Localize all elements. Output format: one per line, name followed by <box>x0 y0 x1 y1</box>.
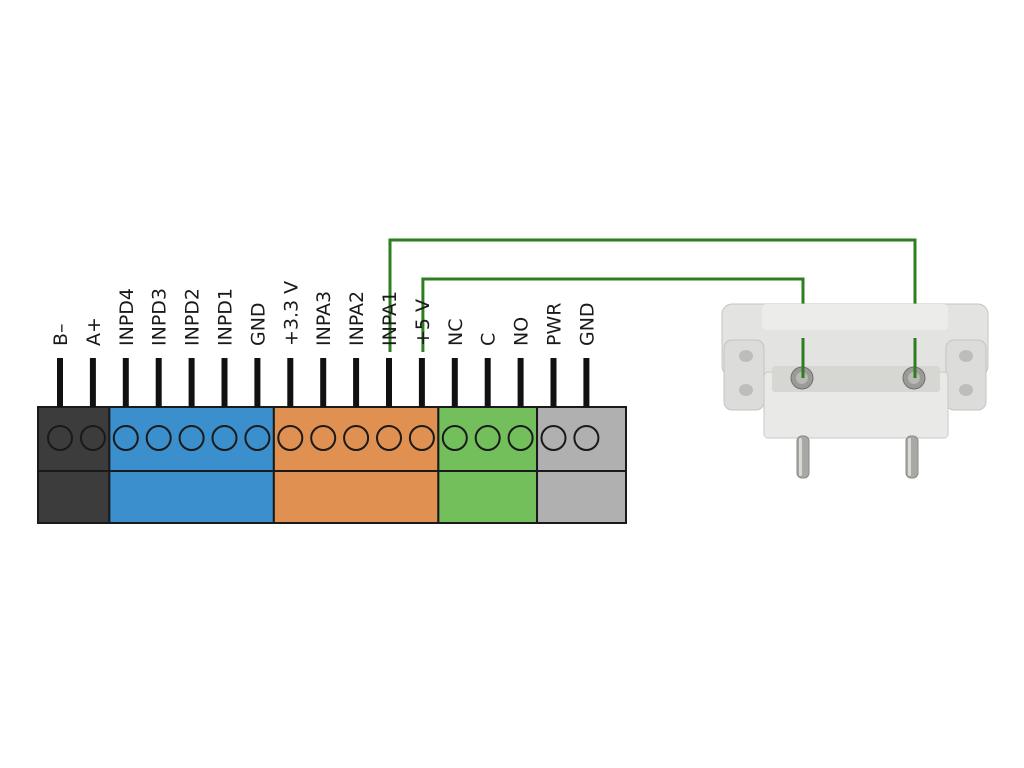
terminal-group-relay: NC C NO <box>437 317 539 524</box>
sensor-probe-left-shine <box>799 438 802 476</box>
terminal-hole <box>178 425 205 451</box>
pin-label: NO <box>511 317 533 346</box>
pin-label: C <box>478 333 500 346</box>
pin-label: A+ <box>83 317 105 346</box>
wire-ends <box>801 338 917 378</box>
terminal-group-body <box>437 406 539 524</box>
terminal-hole <box>47 425 73 451</box>
terminal-hole <box>573 425 600 451</box>
terminal-hole <box>474 425 501 451</box>
terminal-hole <box>343 425 370 451</box>
terminal-hole <box>211 425 238 451</box>
pin-label: +3.3 V <box>280 281 302 346</box>
terminal-hole <box>244 425 271 451</box>
terminal-group-body <box>37 406 111 524</box>
terminal-group-analog: +3.3 V INPA3 INPA2 INPA1 +5 V <box>272 281 440 524</box>
pin-label: INPD4 <box>116 288 138 346</box>
sensor-right-hole-top <box>959 350 973 362</box>
pin-label: INPA3 <box>313 291 335 346</box>
pin-label: GND <box>247 302 269 346</box>
sensor-right-hole-bottom <box>959 384 973 396</box>
pin-label: +5 V <box>412 299 434 346</box>
pin-label: INPA1 <box>379 291 401 346</box>
water-leak-sensor-icon <box>721 303 989 479</box>
terminal-group-body <box>536 406 627 524</box>
sensor-top-bar <box>762 304 948 330</box>
pin-label: GND <box>576 302 598 346</box>
terminal-hole <box>112 425 139 451</box>
pin-label: INPD1 <box>215 288 237 346</box>
pin-label: INPD3 <box>149 288 171 346</box>
sensor-probe-right-shine <box>908 438 911 476</box>
sensor-left-hole-top <box>739 350 753 362</box>
terminal-group-bus: B– A+ <box>37 317 111 524</box>
terminal-hole <box>145 425 172 451</box>
terminal-block: B– A+ INPD4 INPD3 INPD2 INPD1 GND +3.3 V INPA3 IN… <box>37 281 627 524</box>
terminal-group-body <box>272 406 440 524</box>
pin-label: INPD2 <box>182 288 204 346</box>
sensor-probe-right <box>905 435 919 479</box>
terminal-hole <box>310 425 337 451</box>
pin-label: NC <box>445 319 467 346</box>
terminal-hole <box>507 425 534 451</box>
pin-label: INPA2 <box>346 291 368 346</box>
terminal-hole <box>441 425 468 451</box>
terminal-hole <box>408 425 435 451</box>
terminal-hole <box>277 425 304 451</box>
sensor-screw-recess <box>772 366 940 392</box>
sensor-left-hole-bottom <box>739 384 753 396</box>
terminal-group-power: PWR GND <box>536 302 627 524</box>
pin-label: PWR <box>544 303 566 346</box>
terminal-group-body <box>108 406 275 524</box>
terminal-hole <box>376 425 402 451</box>
terminal-hole <box>79 425 106 451</box>
pin-label: B– <box>50 323 72 346</box>
terminal-group-digital: INPD4 INPD3 INPD2 INPD1 GND <box>108 288 275 524</box>
sensor-probe-left <box>796 435 810 479</box>
terminal-hole <box>540 425 567 451</box>
